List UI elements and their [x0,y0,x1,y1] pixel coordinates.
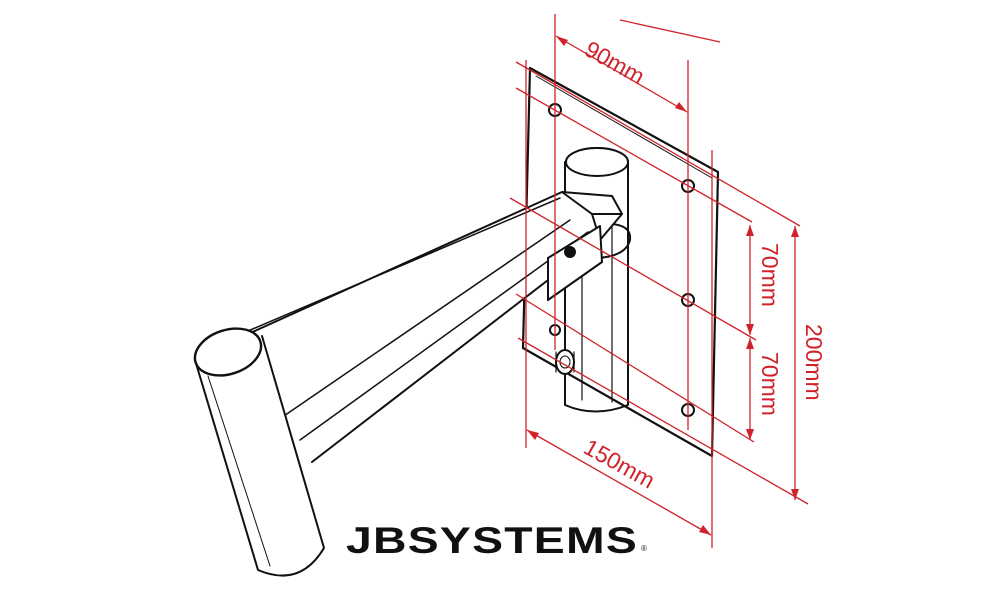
jbsystems-logo: JBSYSTEMS ® [346,520,647,561]
speaker-pole [193,327,325,577]
tube-collar [597,222,632,259]
dim-150mm-label: 150mm [580,434,660,494]
clamp-block [547,225,603,301]
dim-70mm-upper-label: 70mm [757,243,783,307]
dim-200mm-label: 200mm [801,324,827,401]
tube-top [564,147,629,216]
dimension-lines [509,14,809,548]
dim-90mm-label: 90mm [581,36,649,90]
dimension-arrows [527,36,799,535]
registered-mark: ® [641,544,647,553]
brand-name: JBSYSTEMS [346,520,638,561]
dim-70mm-lower-label: 70mm [757,352,783,416]
